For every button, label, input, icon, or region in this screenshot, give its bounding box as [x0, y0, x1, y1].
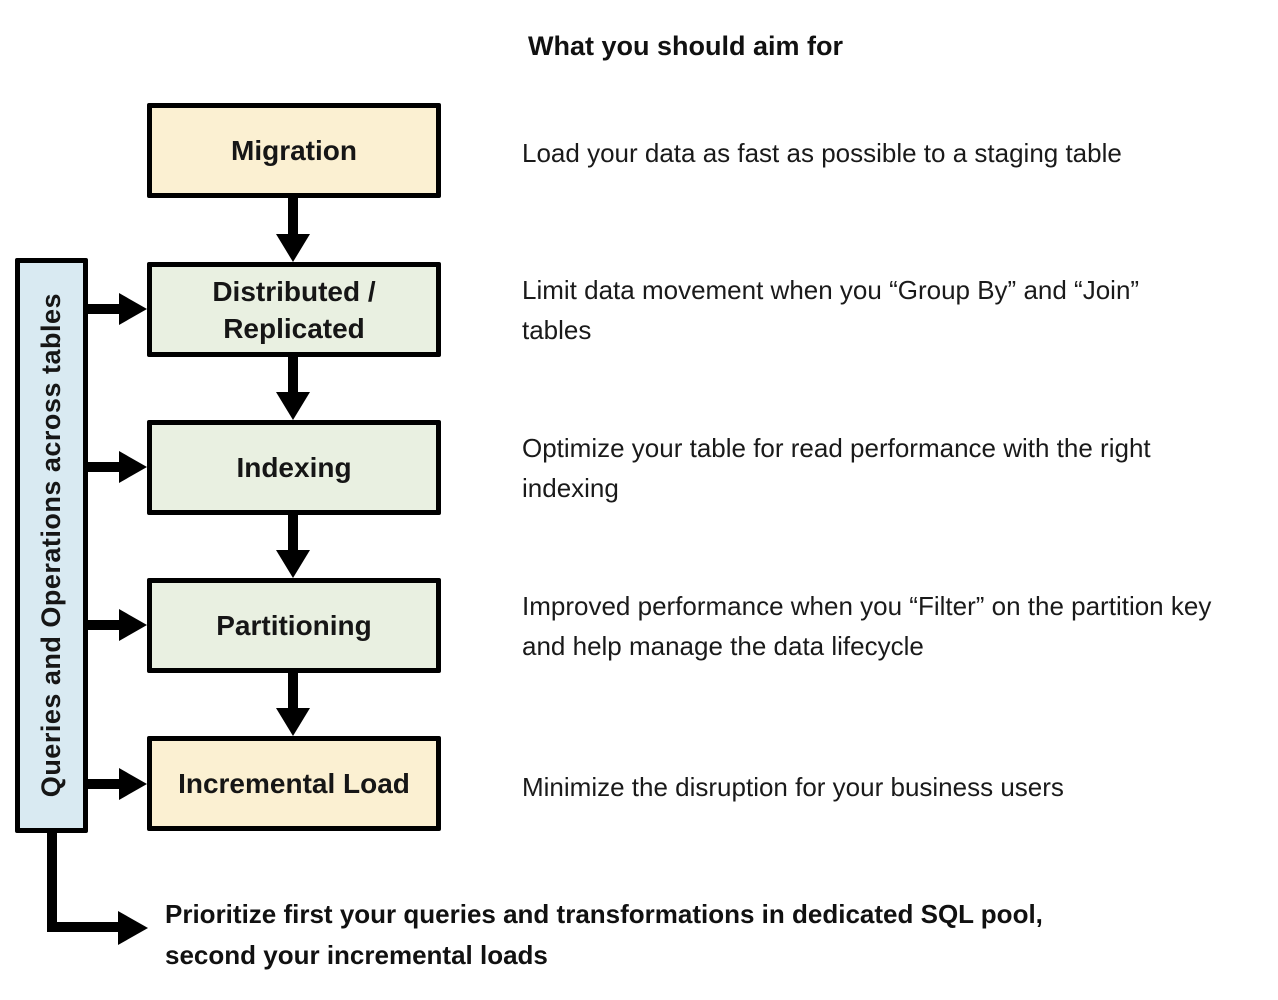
description-distributed-replicated: Limit data movement when you “Group By” …: [522, 275, 1140, 345]
flow-box-label: Partitioning: [216, 610, 372, 641]
queries-operations-banner: Queries and Operations across tables: [15, 258, 88, 833]
flow-box-migration: Migration: [147, 103, 441, 198]
queries-operations-banner-label: Queries and Operations across tables: [36, 293, 66, 798]
flow-box-distributed-replicated: Distributed / Replicated: [147, 262, 441, 357]
column-heading: What you should aim for: [528, 31, 843, 61]
description-partitioning: Improved performance when you “Filter” o…: [522, 591, 1212, 661]
flow-box-incremental-load: Incremental Load: [147, 736, 441, 831]
flow-box-label: Incremental Load: [178, 768, 410, 799]
flow-box-label: Migration: [231, 135, 357, 166]
description-migration: Load your data as fast as possible to a …: [522, 138, 1122, 168]
flow-box-label: Indexing: [236, 452, 352, 483]
flow-box-indexing: Indexing: [147, 420, 441, 515]
priority-note-line1: Prioritize first your queries and transf…: [165, 899, 1043, 929]
flow-box-partitioning: Partitioning: [147, 578, 441, 673]
flow-box-label: Distributed / Replicated: [212, 275, 376, 344]
priority-note: Prioritize first your queries and transf…: [165, 894, 1265, 976]
priority-note-line2: second your incremental loads: [165, 940, 548, 970]
description-indexing: Optimize your table for read performance…: [522, 433, 1151, 503]
description-incremental-load: Minimize the disruption for your busines…: [522, 772, 1064, 802]
